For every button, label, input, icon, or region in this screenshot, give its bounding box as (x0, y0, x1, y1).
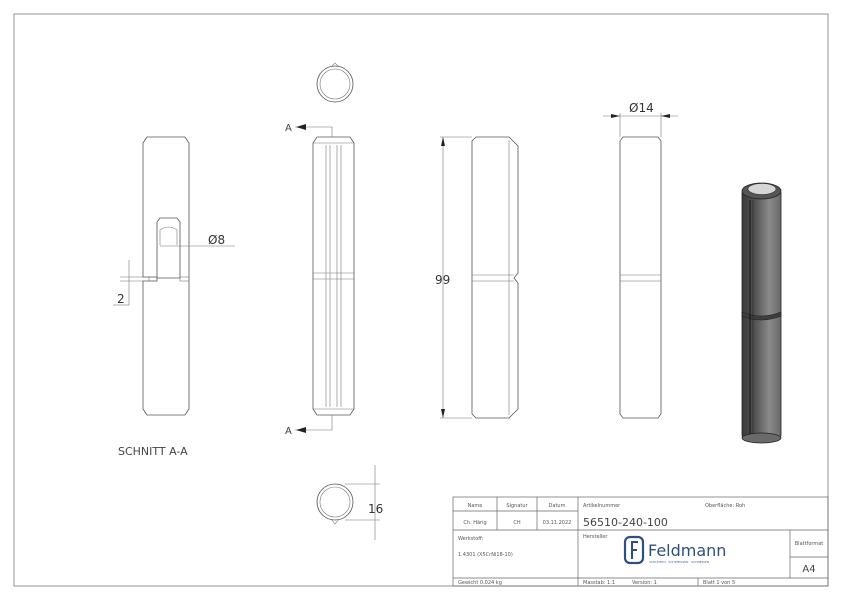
blattformat-label: Blattformat (795, 541, 824, 547)
header-oberflaeche: Oberfläche: Roh (705, 503, 745, 509)
logo-text: Feldmann (648, 541, 726, 560)
value-datum: 03.11.2022 (543, 520, 572, 526)
dim-groove-width: 2 (117, 292, 125, 306)
front-view-with-section-line: A A 16 (285, 62, 383, 540)
section-view-a-a: Ø8 2 SCHNITT A-A (113, 136, 235, 458)
blatt: Blatt 1 von 5 (703, 580, 735, 586)
value-name: Ch. Härig (463, 520, 486, 526)
value-signatur: CH (513, 520, 520, 526)
side-view-diameter: Ø14 (603, 101, 678, 419)
title-block: Name Signatur Datum Artikelnummer Oberfl… (452, 496, 829, 587)
isometric-render (741, 182, 782, 444)
gewicht: Gewicht 0.024 kg (458, 580, 502, 586)
header-artikelnummer: Artikelnummer (583, 503, 621, 509)
section-marker-bottom: A (285, 426, 292, 437)
value-artikelnummer: 56510-240-100 (583, 516, 668, 529)
dim-length: 99 (435, 273, 450, 287)
header-name: Name (468, 503, 483, 509)
section-marker-top: A (285, 123, 292, 134)
version: Version: 1 (632, 580, 657, 586)
header-signatur: Signatur (506, 503, 528, 509)
werkstoff-label: Werkstoff: (458, 536, 484, 542)
massstab: Masstab: 1:1 (583, 580, 615, 586)
drawing-border (13, 13, 829, 587)
dim-outer-diameter: Ø14 (629, 101, 654, 115)
blattformat-value: A4 (802, 564, 815, 575)
werkstoff-value: 1.4301 (X5CrNi18-10) (458, 552, 513, 558)
dim-hole-diameter: Ø8 (208, 233, 225, 247)
bottom-view-circle (316, 483, 354, 521)
hersteller-label: Hersteller (583, 534, 608, 540)
logo-tagline: SCHLEIFEN · SCHWEISSEN · SCHNEIDEN (649, 560, 709, 564)
feldmann-logo: Feldmann SCHLEIFEN · SCHWEISSEN · SCHNEI… (623, 535, 726, 565)
dim-top-view: 16 (368, 502, 383, 516)
side-view-length: 99 (435, 136, 519, 419)
header-datum: Datum (549, 503, 566, 509)
top-view-circle (316, 65, 354, 103)
section-label: SCHNITT A-A (118, 445, 188, 458)
